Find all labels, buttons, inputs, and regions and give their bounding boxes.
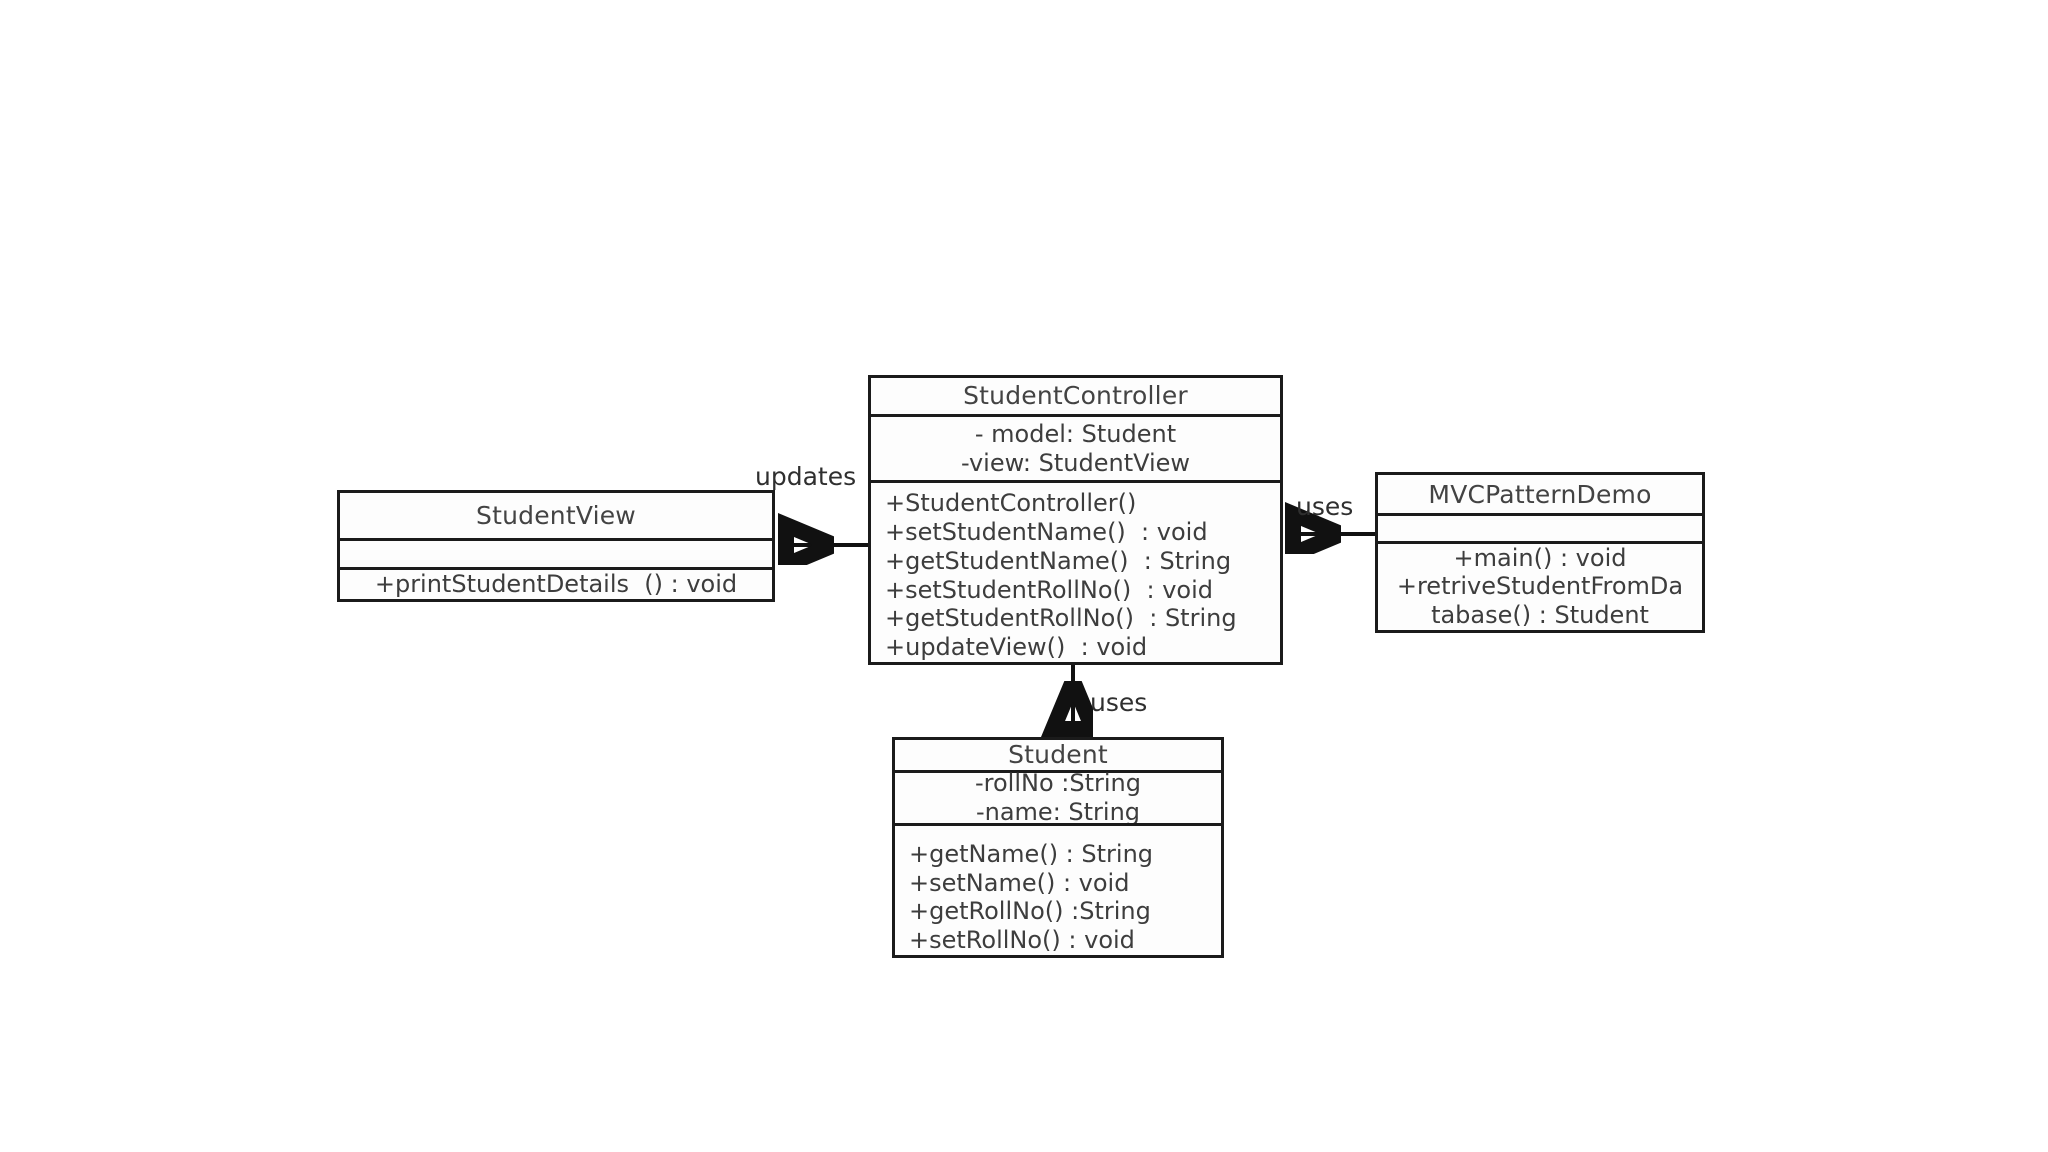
- student-method-3: +setRollNo() : void: [909, 926, 1135, 955]
- mvc-pattern-demo-method-1: +retriveStudentFromDa: [1396, 572, 1684, 601]
- student-controller-attribute-0: - model: Student: [974, 419, 1177, 448]
- mvc-pattern-demo-name-compartment: MVCPatternDemo: [1378, 475, 1702, 513]
- student-name-compartment: Student: [895, 740, 1221, 770]
- student-controller-attribute-1: -view: StudentView: [960, 448, 1191, 477]
- student-attribute-0: -rollNo :String: [975, 769, 1141, 798]
- mvc-pattern-demo-methods-compartment: +main() : void +retriveStudentFromDa tab…: [1378, 540, 1702, 630]
- mvc-pattern-demo-attributes-compartment: [1378, 513, 1702, 540]
- student-controller-name-compartment: StudentController: [871, 378, 1280, 414]
- student-controller-method-5: +updateView() : void: [885, 633, 1148, 662]
- student-method-1: +setName() : void: [909, 868, 1130, 897]
- mvc-pattern-demo-method-0: +main() : void: [1453, 543, 1627, 572]
- student-controller-method-4: +getStudentRollNo() : String: [885, 604, 1237, 633]
- mvc-pattern-demo-method-2: tabase() : Student: [1431, 601, 1649, 630]
- student-method-0: +getName() : String: [909, 839, 1154, 868]
- class-name-student: Student: [1008, 740, 1108, 770]
- student-method-2: +getRollNo() :String: [909, 897, 1151, 926]
- edge-label-uses-controller-student: uses: [1090, 688, 1148, 717]
- student-attribute-1: -name: String: [975, 797, 1141, 826]
- student-view-methods-compartment: +printStudentDetails () : void: [340, 567, 772, 599]
- student-controller-method-1: +setStudentName() : void: [885, 518, 1208, 547]
- class-name-student-view: StudentView: [476, 500, 636, 530]
- student-controller-method-3: +setStudentRollNo() : void: [885, 575, 1214, 604]
- class-box-student-view[interactable]: StudentView +printStudentDetails () : vo…: [337, 490, 775, 602]
- student-controller-method-2: +getStudentName() : String: [885, 546, 1232, 575]
- class-box-student[interactable]: Student -rollNo :String -name: String +g…: [892, 737, 1224, 958]
- class-box-mvc-pattern-demo[interactable]: MVCPatternDemo +main() : void +retriveSt…: [1375, 472, 1705, 633]
- class-name-student-controller: StudentController: [963, 381, 1188, 411]
- student-attributes-compartment: -rollNo :String -name: String: [895, 769, 1221, 826]
- student-view-method-0: +printStudentDetails () : void: [374, 570, 738, 599]
- edge-label-updates: updates: [755, 462, 857, 491]
- student-methods-compartment: +getName() : String +setName() : void +g…: [895, 822, 1221, 955]
- class-name-mvc-pattern-demo: MVCPatternDemo: [1428, 479, 1652, 509]
- student-view-attributes-compartment: [340, 537, 772, 568]
- student-controller-attributes-compartment: - model: Student -view: StudentView: [871, 413, 1280, 480]
- edge-label-uses-demo-controller: uses: [1296, 492, 1354, 521]
- student-controller-method-0: +StudentController(): [885, 489, 1137, 518]
- class-box-student-controller[interactable]: StudentController - model: Student -view…: [868, 375, 1283, 665]
- student-view-name-compartment: StudentView: [340, 493, 772, 538]
- student-controller-methods-compartment: +StudentController() +setStudentName() :…: [871, 480, 1280, 662]
